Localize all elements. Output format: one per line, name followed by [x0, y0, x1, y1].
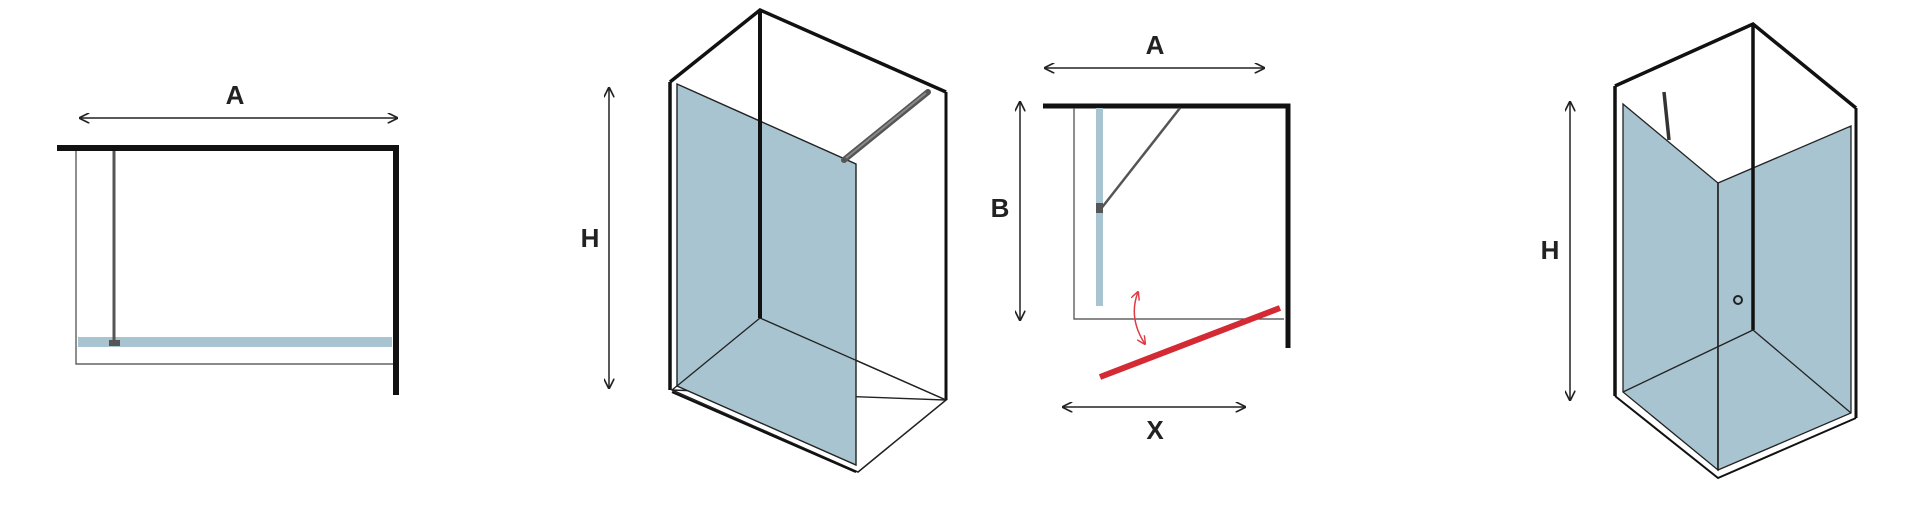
door-swing-arrow: [1134, 292, 1145, 344]
wall-outline: [1043, 103, 1291, 348]
tray-outline: [1614, 395, 1857, 480]
stabiliser-bar: [1099, 107, 1181, 211]
stabiliser-bar-highlight: [845, 92, 927, 159]
left-glass-panel: [1622, 102, 1719, 472]
floor-seam-left: [1622, 329, 1754, 393]
plan-view-hinged-door: A B X: [991, 30, 1291, 445]
wall-top-outline: [668, 7, 947, 94]
floor-front-edge: [676, 317, 761, 387]
right-glass-panel: [1717, 125, 1852, 471]
isometric-corner-enclosure: H: [1541, 21, 1858, 480]
bar-fixing: [1096, 203, 1103, 213]
bar-fixing: [109, 340, 120, 346]
hinged-door: [1098, 305, 1282, 380]
depth-b-label: B: [991, 193, 1010, 223]
tray-outline: [75, 151, 393, 365]
door-knob: [1733, 295, 1743, 305]
plan-view-walk-in: A: [57, 80, 399, 395]
wall-bar: [1662, 91, 1671, 141]
opening-x-label: X: [1146, 415, 1164, 445]
width-a-label: A: [1146, 30, 1165, 60]
height-h-label: H: [1541, 235, 1560, 265]
isometric-walk-in: H: [581, 7, 948, 474]
wall-outline: [57, 145, 399, 395]
floor-wall-seam: [759, 317, 947, 401]
height-h-label: H: [581, 223, 600, 253]
glass-panel: [676, 82, 857, 467]
glass-panel-plan: [78, 337, 392, 347]
floor-seam-right: [1752, 329, 1852, 414]
panel-bottom-edge: [671, 390, 857, 474]
wall-top-outline: [1614, 21, 1858, 110]
width-a-label: A: [226, 80, 245, 110]
tray-outline: [1073, 108, 1284, 320]
